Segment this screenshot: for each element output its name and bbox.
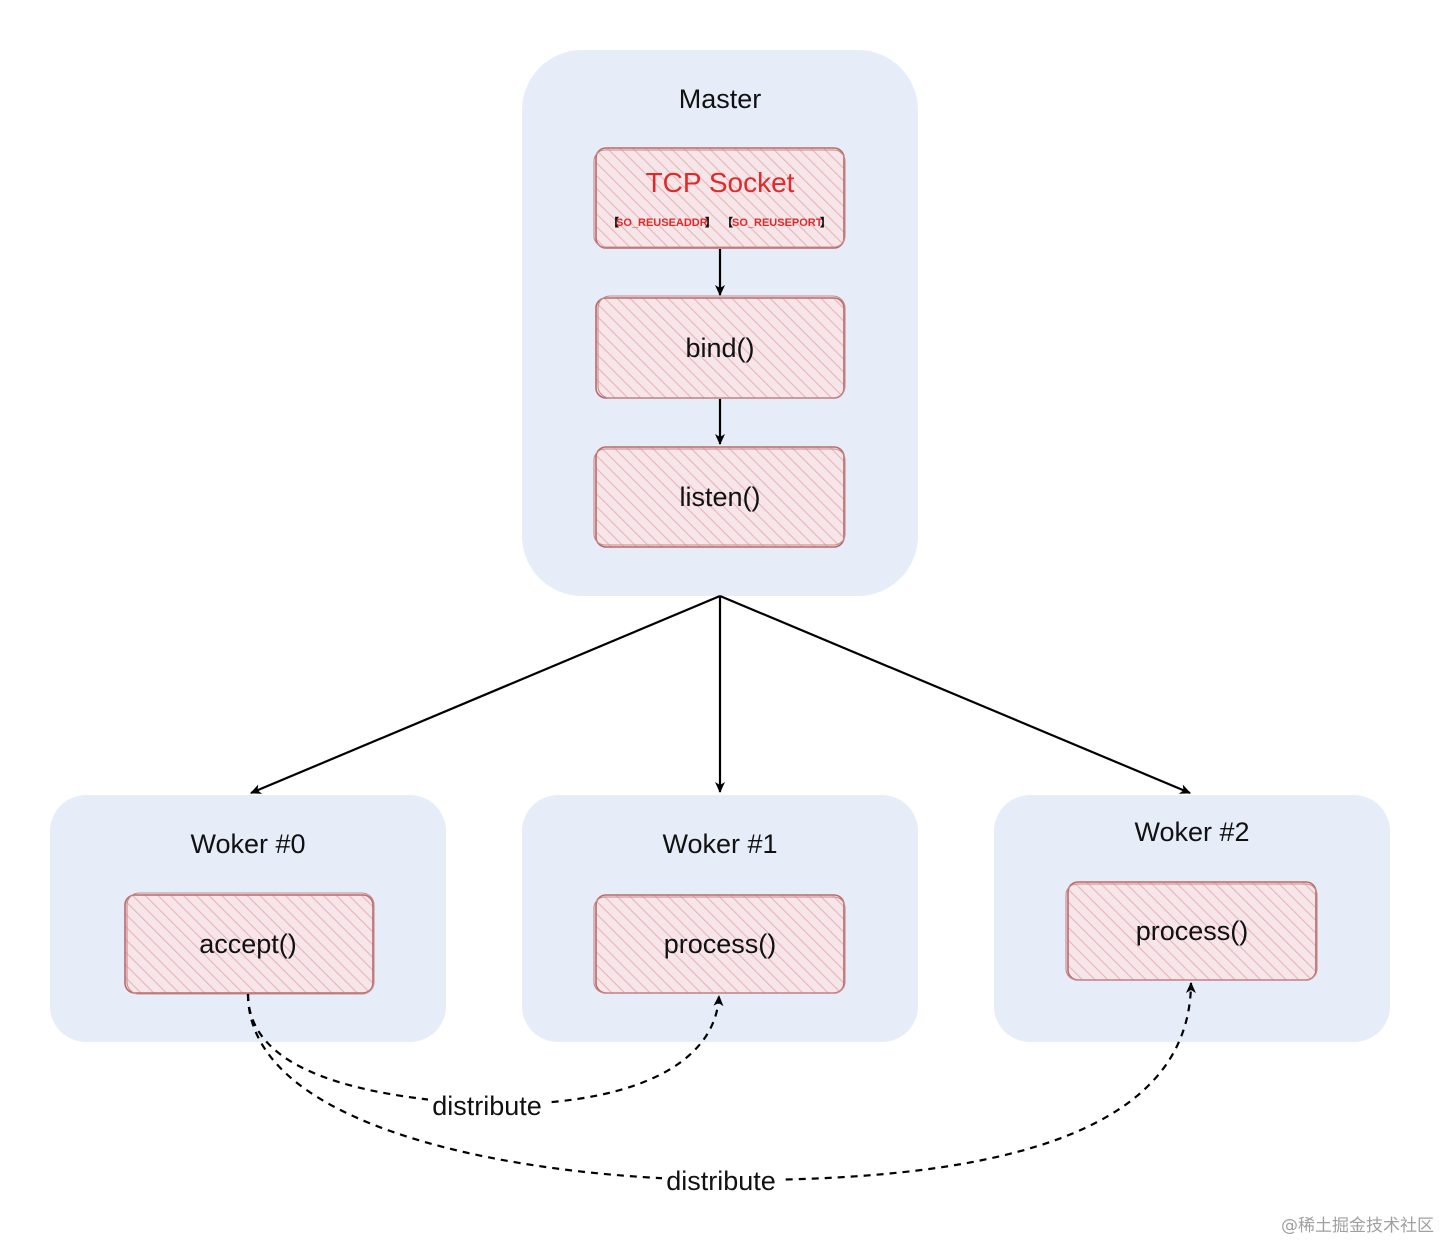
so-reuseaddr-option: SO_REUSEADDR — [616, 217, 708, 229]
master-to-worker0-arrow — [250, 594, 721, 795]
tcp-socket-label: TCP Socket — [646, 167, 795, 198]
accept-box: accept() — [124, 892, 375, 995]
listen-label: listen() — [679, 482, 760, 512]
worker0-title: Woker #0 — [190, 829, 305, 859]
process-box-worker2: process() — [1065, 881, 1318, 981]
distribute-label-1: distribute — [428, 1089, 546, 1121]
worker1-title: Woker #1 — [662, 829, 777, 859]
process-box-worker1: process() — [593, 894, 846, 994]
bind-box: bind() — [595, 295, 846, 399]
worker2-title: Woker #2 — [1134, 817, 1249, 847]
accept-label: accept() — [199, 929, 297, 959]
process-label-worker1: process() — [664, 929, 777, 959]
option-bracket-open-1: 【 — [608, 216, 619, 229]
option-bracket-open-2: 【 — [722, 216, 733, 229]
option-bracket-close-2: 】 — [820, 216, 831, 229]
master-title: Master — [679, 84, 762, 114]
bind-label: bind() — [685, 333, 754, 363]
so-reuseport-option: SO_REUSEPORT — [732, 217, 823, 229]
distribute-label-2: distribute — [662, 1164, 780, 1196]
distribute-label-2-text: distribute — [666, 1166, 776, 1196]
watermark: @稀土掘金技术社区 — [1281, 1216, 1434, 1236]
master-to-worker2-arrow — [719, 594, 1191, 795]
tcp-socket-box: TCP Socket 【 SO_REUSEADDR 】 【 SO_REUSEPO… — [593, 147, 846, 249]
distribute-to-worker2-edge — [246, 982, 1196, 1182]
listen-box: listen() — [593, 446, 846, 548]
process-label-worker2: process() — [1136, 916, 1249, 946]
option-bracket-close-1: 】 — [705, 216, 716, 229]
distribute-label-1-text: distribute — [432, 1091, 542, 1121]
